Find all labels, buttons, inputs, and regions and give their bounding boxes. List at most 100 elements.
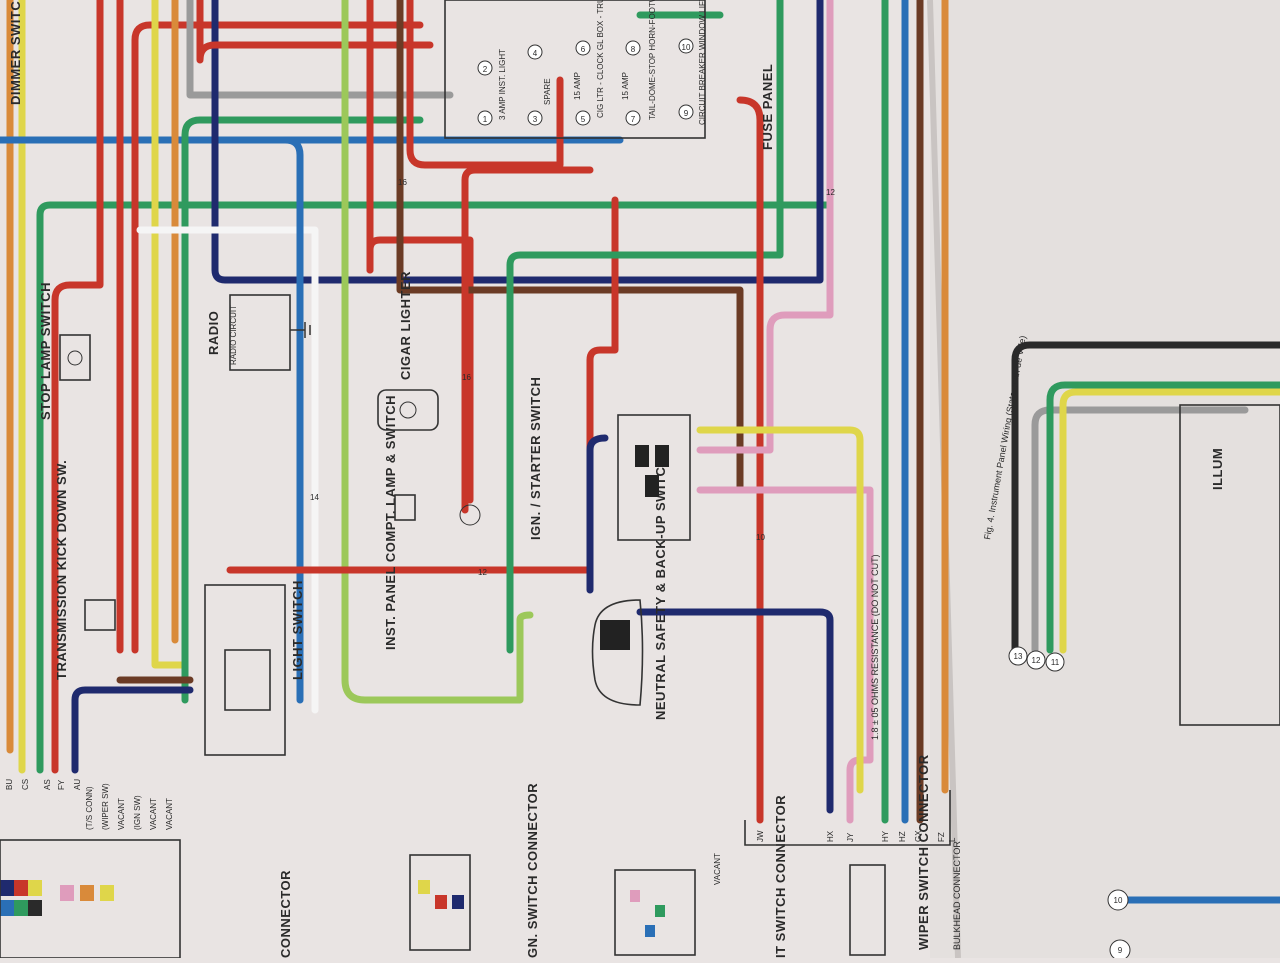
ign-switch-contact-3 xyxy=(645,475,659,497)
marker-11-label: 11 xyxy=(1051,658,1060,667)
terminal-label-hy: HY xyxy=(881,830,890,842)
fuse-2: 2 xyxy=(477,60,493,76)
wire-grey xyxy=(186,0,454,99)
fuse-panel: 1 2 3 4 5 6 7 8 9 10 3 AMP INST. LIGHT S… xyxy=(444,0,707,139)
wire-red-mid xyxy=(366,236,474,504)
wire-red-bus xyxy=(196,0,434,64)
terminal-label-fz: FZ xyxy=(937,832,946,842)
fuse-7: 7 xyxy=(625,110,641,126)
transmission-kickdown-label: TRANSMISSION KICK DOWN SW. xyxy=(54,460,69,680)
terminal-label-fy: FY xyxy=(57,779,66,790)
marker-12-label: 12 xyxy=(1032,656,1041,665)
connector-cell-pink xyxy=(60,885,74,901)
wire-red-10 xyxy=(736,96,764,824)
marker-10 xyxy=(1107,889,1129,911)
ign-starter-switch xyxy=(617,414,691,541)
fuse-8: 8 xyxy=(625,40,641,56)
bottom-left-connector: (T/S CONN) (WIPER SW) VACANT (IGN SW) VA… xyxy=(0,783,181,959)
terminal-label-as: AS xyxy=(43,779,52,790)
fuse-9-number: 9 xyxy=(684,109,689,118)
fuse-6-label: CIG LTR - CLOCK GL BOX - TRUNK xyxy=(596,0,605,118)
terminal-label-l: L xyxy=(948,837,957,842)
wire-green-ign xyxy=(506,0,784,654)
cigar-lighter-element xyxy=(399,401,417,419)
inst-panel-lamp-bulb xyxy=(459,504,481,526)
fuse-10: 10 xyxy=(678,38,694,54)
terminal-label-hz: HZ xyxy=(898,831,907,842)
fuse-5-label: 15 AMP xyxy=(573,72,582,100)
ign-switch-contact-1 xyxy=(635,445,649,467)
ign-switch-connector xyxy=(409,854,471,951)
resistance-note: 1.8 ± 05 OHMS RESISTANCE (DO NOT CUT) xyxy=(870,554,880,740)
terminal-label-hx: HX xyxy=(826,830,835,842)
wire-yellow-ign xyxy=(696,426,864,794)
bottom-terminal-strip xyxy=(744,790,951,846)
ign-starter-switch-label: IGN. / STARTER SWITCH xyxy=(528,377,543,540)
light-connector-frame xyxy=(614,869,696,956)
radio-box xyxy=(229,294,291,371)
wire-red-3 xyxy=(131,21,424,654)
connector-cell-yellow-2 xyxy=(100,885,114,901)
neutral-safety-label: NEUTRAL SAFETY & BACK-UP SWITCH xyxy=(653,457,668,720)
fuse-10-number: 10 xyxy=(682,43,691,52)
rp-wire-black xyxy=(1011,341,1280,654)
terminal-label-jy: JY xyxy=(846,832,855,842)
light-switch-box xyxy=(204,584,286,756)
connector-cell-orange xyxy=(80,885,94,901)
wiper-switch-connector-label: WIPER SWITCH CONNECTOR xyxy=(916,754,931,950)
connector-note-6: VACANT xyxy=(165,798,174,830)
light-switch-component xyxy=(204,584,286,756)
fuse-6-number: 6 xyxy=(581,45,586,54)
fuse-7-label: 15 AMP xyxy=(621,72,630,100)
wire-brown xyxy=(396,0,744,494)
kickdown-switch-body xyxy=(84,599,116,631)
wire-red-12 xyxy=(226,196,619,574)
right-page-markers: 13 12 11 10 9 xyxy=(1008,646,1131,961)
fuse-7-number: 7 xyxy=(631,115,636,124)
bulkhead-connector-label: BULKHEAD CONNECTOR xyxy=(952,841,962,950)
dimmer-switch-label: DIMMER SWITC xyxy=(8,1,23,105)
ground-icon xyxy=(290,322,311,338)
connector-cell-green xyxy=(14,900,28,916)
light-connector-cell-green xyxy=(655,905,665,917)
wire-lightgreen xyxy=(341,0,534,704)
radio-label: RADIO xyxy=(206,311,221,355)
ign-connector-cell-yellow xyxy=(418,880,430,894)
fuse-1: 1 xyxy=(477,110,493,126)
marker-13-label: 13 xyxy=(1014,652,1023,661)
marker-13 xyxy=(1008,646,1028,666)
connector-note-4: (IGN SW) xyxy=(133,795,142,830)
radio-component xyxy=(229,294,311,371)
connector-cell-blue xyxy=(0,900,14,916)
fuse-10-label: CIRCUIT BREAKER WINDOW LIFT xyxy=(698,0,707,125)
stop-lamp-body xyxy=(59,334,91,381)
bottom-terminals: JW HX JY HY HZ GX FZ L xyxy=(756,830,957,842)
fuse-6: 6 xyxy=(575,40,591,56)
wiper-switch-connector xyxy=(849,864,886,956)
marker-11 xyxy=(1045,652,1065,672)
gauge-label-12-a: 12 xyxy=(478,568,487,577)
connector-cell-navy xyxy=(0,880,14,896)
neutral-safety-contacts xyxy=(600,620,630,650)
terminal-label-cs: CS xyxy=(21,779,30,790)
wire-red-fuse xyxy=(406,0,564,169)
light-connector-cell-pink xyxy=(630,890,640,902)
ign-switch-connector-label: GN. SWITCH CONNECTOR xyxy=(525,783,540,958)
fuse-2-number: 2 xyxy=(483,65,488,74)
light-connector-cell-blue xyxy=(645,925,655,937)
terminal-label-bu: BU xyxy=(5,779,14,790)
fuse-panel-frame xyxy=(444,0,706,139)
gauge-label-12-b: 12 xyxy=(826,188,835,197)
rp-wire-yellow xyxy=(1059,388,1280,654)
cigar-lighter-component xyxy=(377,389,439,431)
wires xyxy=(0,0,949,824)
illum-box xyxy=(1179,404,1280,726)
ign-switch-contact-2 xyxy=(655,445,669,467)
inst-panel-lamp-component xyxy=(394,494,481,526)
wire-navy-left xyxy=(71,686,194,774)
fuse-4: 4 xyxy=(527,44,543,60)
terminal-label-jw: JW xyxy=(756,830,765,842)
gauge-label-10: 10 xyxy=(756,533,765,542)
inst-panel-lamp-label: INST. PANEL COMPT. LAMP & SWITCH xyxy=(383,395,398,650)
